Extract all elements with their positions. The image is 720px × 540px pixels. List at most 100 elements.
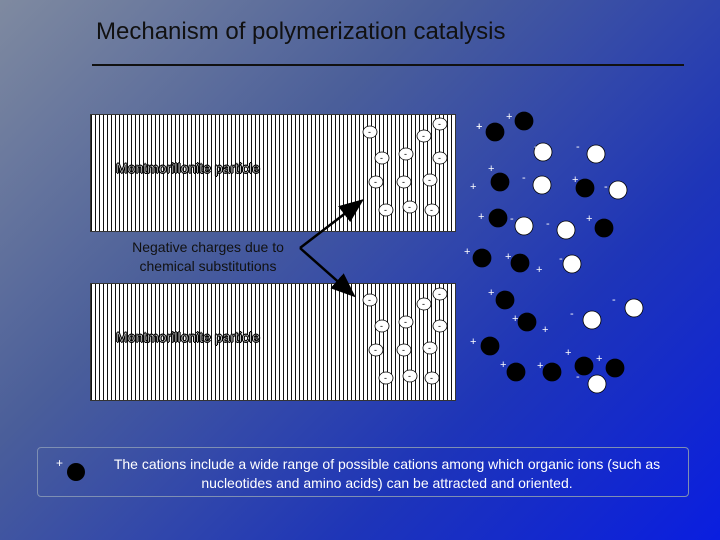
slide-title: Mechanism of polymerization catalysis (96, 18, 506, 45)
particle-top-label: Montmorillonite particle (116, 160, 260, 177)
cation-ion (605, 358, 625, 378)
svg-text:-: - (408, 371, 411, 381)
svg-text:-: - (438, 321, 441, 331)
surface-negative-charge: - (374, 151, 390, 165)
surface-negative-charge: - (398, 147, 414, 161)
negative-charges-line-1: Negative charges due to (132, 239, 284, 255)
cation-ion (575, 178, 595, 198)
svg-text:-: - (408, 202, 411, 212)
montmorillonite-particle-bottom (90, 283, 456, 401)
svg-text:-: - (404, 149, 407, 159)
surface-negative-charge: - (396, 343, 412, 357)
svg-text:-: - (438, 153, 441, 163)
cation-charge: + (536, 264, 542, 276)
anion-ion (587, 374, 607, 394)
title-divider (92, 64, 684, 66)
anion-ion (532, 175, 552, 195)
cation-charge: + (586, 213, 592, 225)
cation-charge: + (488, 163, 494, 175)
svg-text:-: - (422, 299, 425, 309)
surface-negative-charge: - (368, 343, 384, 357)
cation-ion (488, 208, 508, 228)
cation-ion (517, 312, 537, 332)
svg-text:-: - (384, 205, 387, 215)
svg-text:-: - (430, 205, 433, 215)
svg-text:-: - (422, 131, 425, 141)
anion-charge: - (576, 141, 580, 153)
anion-charge: - (559, 253, 563, 265)
cation-ion (495, 290, 515, 310)
surface-negative-charge: - (422, 341, 438, 355)
surface-negative-charge: - (362, 293, 378, 307)
cation-ion (514, 111, 534, 131)
surface-negative-charge: - (432, 287, 448, 301)
anion-charge: - (546, 218, 550, 230)
surface-negative-charge: - (432, 117, 448, 131)
cation-charge: + (537, 360, 543, 372)
cation-ion (480, 336, 500, 356)
cation-charge: + (478, 211, 484, 223)
pointer-arrows (299, 198, 364, 298)
svg-text:-: - (430, 373, 433, 383)
svg-text:-: - (438, 119, 441, 129)
surface-negative-charge: - (374, 319, 390, 333)
anion-ion (533, 142, 553, 162)
surface-charge-glyphs: ------------------------ (362, 117, 448, 385)
ion-layer: +++--++-+-+--+++-++--+++++++- (464, 111, 644, 394)
cation-charge: + (470, 336, 476, 348)
cation-charge: + (470, 181, 476, 193)
particle-bottom-label: Montmorillonite particle (116, 329, 260, 346)
cation-charge: + (476, 121, 482, 133)
surface-negative-charge: - (432, 151, 448, 165)
cation-ion (485, 122, 505, 142)
surface-negative-charge: - (424, 203, 440, 217)
arrow-up (299, 198, 364, 249)
cation-ion (510, 253, 530, 273)
anion-charge: - (570, 308, 574, 320)
surface-negative-charge: - (424, 371, 440, 385)
arrow-down (299, 247, 356, 298)
cation-ion (574, 356, 594, 376)
cation-ion (472, 248, 492, 268)
anion-ion (586, 144, 606, 164)
negative-charges-line-2: chemical substitutions (139, 258, 277, 274)
surface-negative-charge: - (432, 319, 448, 333)
svg-text:-: - (380, 153, 383, 163)
svg-text:-: - (402, 177, 405, 187)
surface-negative-charge: - (402, 200, 418, 214)
anion-charge: - (604, 181, 608, 193)
svg-text:-: - (438, 289, 441, 299)
cation-charge: + (506, 111, 512, 123)
footer-description: The cations include a wide range of poss… (113, 456, 661, 491)
cation-charge: + (488, 287, 494, 299)
cation-ion (542, 362, 562, 382)
svg-text:-: - (368, 295, 371, 305)
surface-negative-charge: - (398, 315, 414, 329)
cation-charge: + (464, 246, 470, 258)
cation-ion (506, 362, 526, 382)
surface-negative-charge: - (416, 129, 432, 143)
surface-negative-charge: - (402, 369, 418, 383)
anion-charge: - (522, 172, 526, 184)
negative-charges-label: Negative charges due to chemical substit… (108, 238, 308, 276)
svg-text:-: - (374, 345, 377, 355)
surface-negative-charge: - (378, 203, 394, 217)
anion-ion (514, 216, 534, 236)
cation-ion (490, 172, 510, 192)
cation-charge: + (500, 359, 506, 371)
anion-charge: - (534, 141, 538, 153)
cation-charge: + (565, 347, 571, 359)
svg-text:-: - (402, 345, 405, 355)
anion-ion (624, 298, 644, 318)
legend-plus: + (56, 456, 63, 470)
cation-charge: + (505, 251, 511, 263)
cation-charge: + (572, 174, 578, 186)
svg-text:-: - (428, 175, 431, 185)
anion-charge: - (510, 213, 514, 225)
svg-text:-: - (368, 127, 371, 137)
surface-negative-charge: - (396, 175, 412, 189)
cation-charge: + (596, 353, 602, 365)
anion-ion (556, 220, 576, 240)
anion-ion (608, 180, 628, 200)
